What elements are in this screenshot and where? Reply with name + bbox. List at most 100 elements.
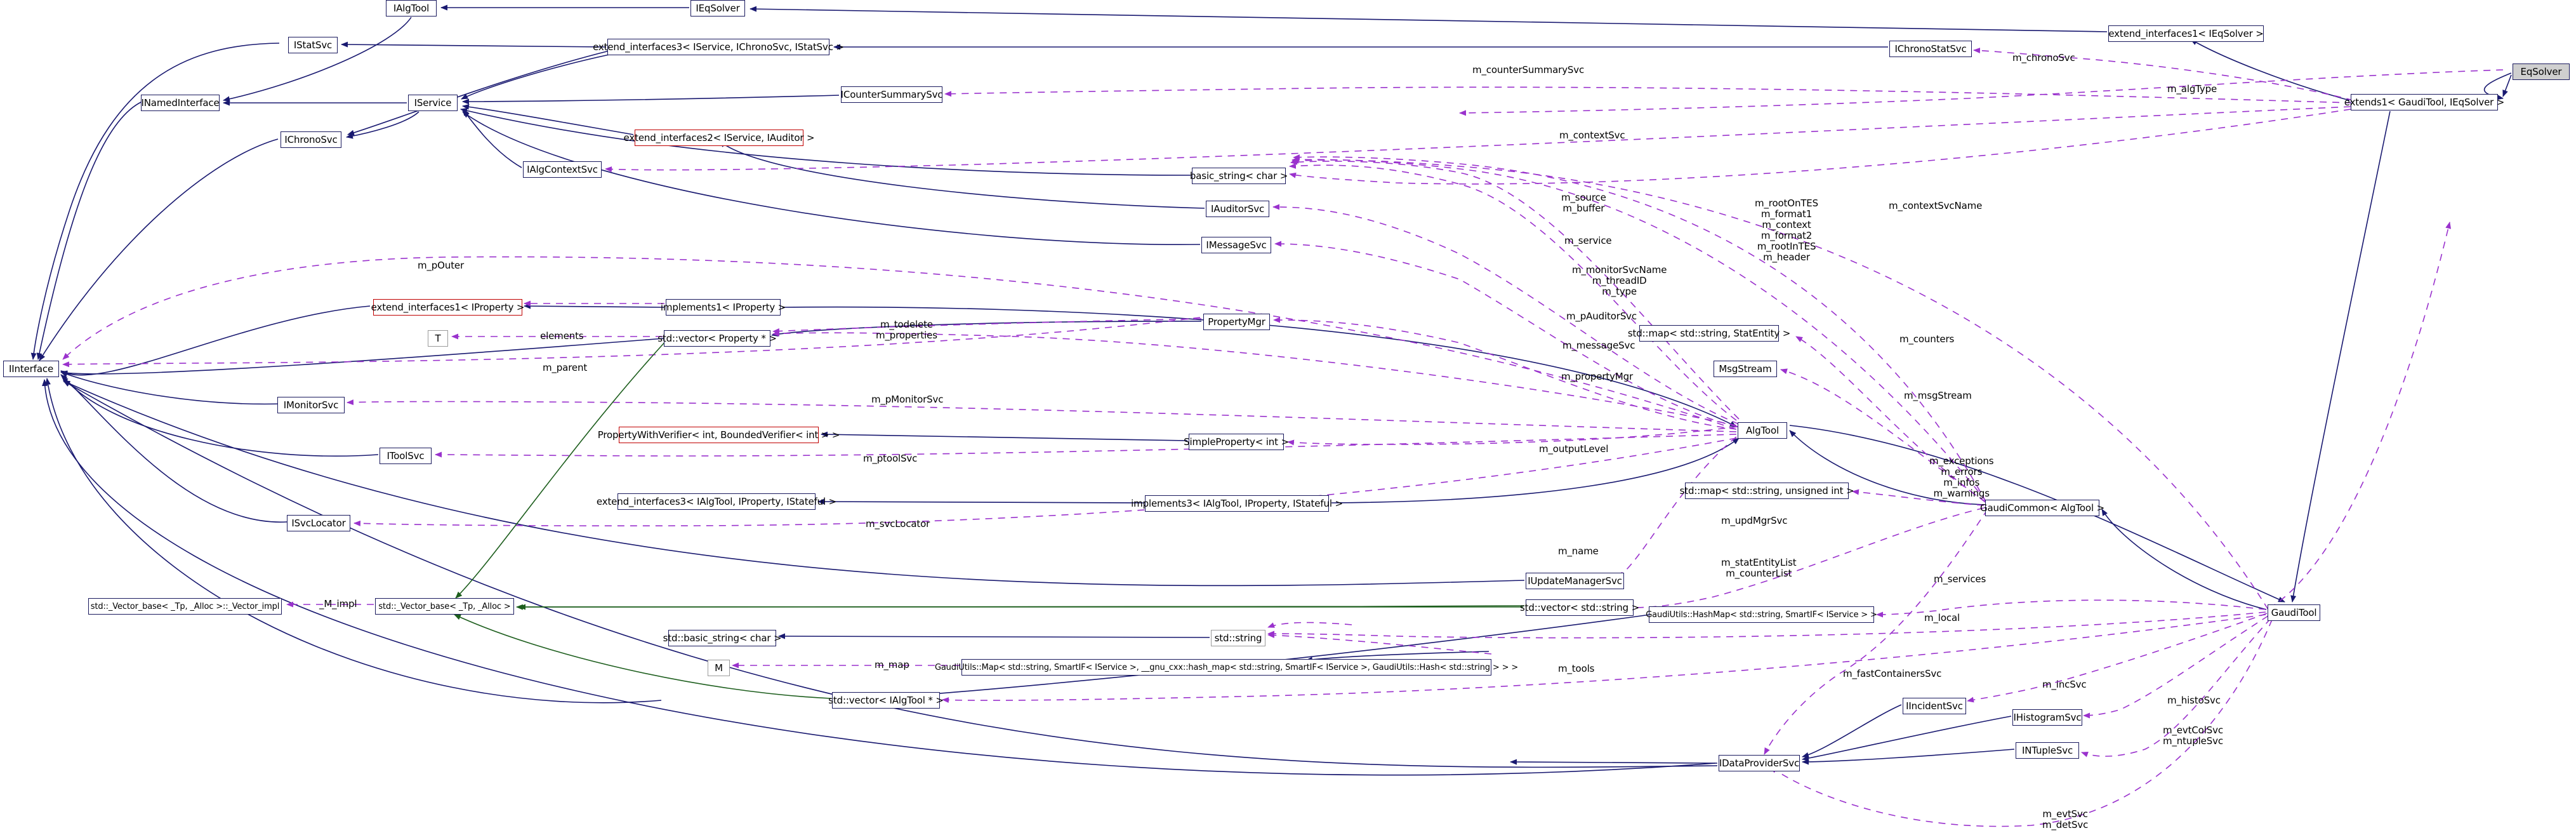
node-iincidentsvc[interactable]: IIncidentSvc bbox=[1903, 698, 1966, 714]
node-label: IToolSvc bbox=[386, 450, 425, 462]
node-label: extend_interfaces2< IService, IAuditor > bbox=[623, 131, 815, 143]
node-extend-interfaces1-iproperty[interactable]: extend_interfaces1< IProperty > bbox=[371, 299, 525, 316]
node-implements1-iproperty[interactable]: implements1< IProperty > bbox=[661, 299, 786, 316]
node-std-string[interactable]: std::string bbox=[1211, 630, 1265, 646]
node-eqsolver-current[interactable]: EqSolver bbox=[2513, 63, 2570, 80]
node-label: INamedInterface bbox=[141, 97, 220, 109]
node-idataprovidersvc[interactable]: IDataProviderSvc bbox=[1719, 755, 1800, 771]
node-propertymgr[interactable]: PropertyMgr bbox=[1203, 314, 1270, 330]
node-map-string-unsigned-int[interactable]: std::map< std::string, unsigned int > bbox=[1680, 483, 1854, 499]
node-ieqsolver[interactable]: IEqSolver bbox=[690, 0, 745, 17]
node-template-param-m[interactable]: M bbox=[708, 660, 730, 676]
edge-label-m-name: m_name bbox=[1558, 545, 1599, 557]
node-extend-interfaces3-algtool-property-stateful[interactable]: extend_interfaces3< IAlgTool, IProperty,… bbox=[597, 493, 836, 510]
node-hashmap-string-smartif-iservice[interactable]: GaudiUtils::HashMap< std::string, SmartI… bbox=[1646, 606, 1877, 623]
node-inamedinterface[interactable]: INamedInterface bbox=[141, 95, 220, 111]
edge-label-m-histosvc: m_histoSvc bbox=[2167, 695, 2221, 706]
edge-label-m-incsvc: m_incSvc bbox=[2042, 679, 2087, 690]
edge-label-m-algtype: m_algType bbox=[2167, 83, 2217, 95]
node-label: extend_interfaces1< IProperty > bbox=[371, 301, 525, 313]
node-implements3-algtool-property-stateful[interactable]: implements3< IAlgTool, IProperty, IState… bbox=[1131, 495, 1343, 512]
node-ichronosvc[interactable]: IChronoSvc bbox=[281, 131, 341, 148]
edge-label-m-exceptions-group: m_exceptions m_errors m_infos m_warnings bbox=[1929, 455, 1994, 499]
node-iupdatemanagersvc[interactable]: IUpdateManagerSvc bbox=[1526, 573, 1624, 589]
node-label: INTupleSvc bbox=[2021, 744, 2073, 756]
node-gauditool[interactable]: GaudiTool bbox=[2268, 604, 2320, 621]
node-label: GaudiCommon< AlgTool > bbox=[1979, 502, 2105, 514]
node-label: IMonitorSvc bbox=[283, 399, 339, 411]
edge-label-m-chronosvc: m_chronoSvc bbox=[2012, 52, 2075, 63]
edge-label-m-pmonitorsvc: m_pMonitorSvc bbox=[871, 394, 944, 405]
node-label: std::map< std::string, StatEntity > bbox=[1627, 327, 1791, 339]
node-label: extend_interfaces3< IAlgTool, IProperty,… bbox=[596, 495, 837, 507]
node-label: IIncidentSvc bbox=[1906, 700, 1963, 712]
node-iinterface[interactable]: IInterface bbox=[3, 361, 59, 377]
node-istatsvc[interactable]: IStatSvc bbox=[288, 37, 338, 53]
node-imessagesvc[interactable]: IMessageSvc bbox=[1201, 237, 1271, 253]
edge-label-m-outputlevel: m_outputLevel bbox=[1539, 443, 1609, 455]
node-msgstream[interactable]: MsgStream bbox=[1714, 361, 1777, 377]
node-label: IService bbox=[414, 97, 452, 109]
node-template-param-t[interactable]: T bbox=[428, 330, 448, 347]
node-extend-interfaces2-service-auditor[interactable]: extend_interfaces2< IService, IAuditor > bbox=[624, 130, 815, 146]
edge-label-m-msgstream: m_msgStream bbox=[1904, 390, 1972, 401]
node-map-string-statentity[interactable]: std::map< std::string, StatEntity > bbox=[1628, 325, 1790, 342]
node-algtool[interactable]: AlgTool bbox=[1738, 422, 1787, 439]
node-isvclocator[interactable]: ISvcLocator bbox=[287, 515, 350, 531]
node-label: std::vector< std::string > bbox=[1519, 601, 1640, 613]
node-label: extend_interfaces3< IService, IChronoSvc… bbox=[593, 41, 844, 53]
node-label: IInterface bbox=[8, 363, 54, 375]
node-label: M bbox=[715, 662, 723, 674]
edge-label-m-svclocator: m_svcLocator bbox=[866, 518, 930, 530]
node-label: IStatSvc bbox=[293, 39, 333, 51]
node-iauditorsvc[interactable]: IAuditorSvc bbox=[1206, 201, 1269, 217]
node-label: std::vector< Property * > bbox=[657, 332, 777, 344]
node-label: IMessageSvc bbox=[1206, 239, 1267, 251]
node-propertywithverifier-int[interactable]: PropertyWithVerifier< int, BoundedVerifi… bbox=[598, 427, 840, 443]
node-label: GaudiTool bbox=[2271, 606, 2317, 618]
node-label: MsgStream bbox=[1719, 363, 1772, 375]
node-vector-ialgtool-ptr[interactable]: std::vector< IAlgTool * > bbox=[828, 692, 944, 709]
node-basic-string-char[interactable]: basic_string< char > bbox=[1190, 168, 1288, 184]
node-intuplesvc[interactable]: INTupleSvc bbox=[2016, 742, 2079, 759]
node-std-basic-string-char[interactable]: std::basic_string< char > bbox=[663, 630, 782, 646]
node-label: std::string bbox=[1214, 632, 1262, 644]
node-label: extend_interfaces1< IEqSolver > bbox=[2108, 27, 2264, 39]
node-vector-base[interactable]: std::_Vector_base< _Tp, _Alloc > bbox=[375, 598, 514, 615]
node-label: EqSolver bbox=[2520, 65, 2562, 77]
node-ichronostatsvc[interactable]: IChronoStatSvc bbox=[1889, 41, 1972, 57]
node-label: SimpleProperty< int > bbox=[1184, 436, 1289, 448]
edge-label-m-statentitylist: m_statEntityList m_counterList bbox=[1721, 557, 1797, 579]
node-vector-base-vector-impl[interactable]: std::_Vector_base< _Tp, _Alloc >::_Vecto… bbox=[88, 598, 282, 615]
node-imonitorsvc[interactable]: IMonitorSvc bbox=[277, 397, 345, 413]
node-ialgtool[interactable]: IAlgTool bbox=[386, 0, 437, 17]
edge-label-m-services: m_services bbox=[1934, 573, 1986, 585]
node-icountersummarysvc[interactable]: ICounterSummarySvc bbox=[841, 86, 943, 103]
inheritance-edges bbox=[30, 4, 2512, 776]
edge-label-m-contextsvc: m_contextSvc bbox=[1559, 130, 1625, 141]
node-label: IAuditorSvc bbox=[1210, 203, 1265, 215]
edge-label-m-evtsvc-detsvc: m_evtSvc m_detSvc bbox=[2042, 808, 2089, 830]
node-extends1-gauditool-ieqsolver[interactable]: extends1< GaudiTool, IEqSolver > bbox=[2344, 94, 2504, 110]
node-gaudicommon-algtool[interactable]: GaudiCommon< AlgTool > bbox=[1980, 500, 2104, 516]
node-ihistogramsvc[interactable]: IHistogramSvc bbox=[2012, 709, 2082, 726]
node-extend-interfaces3-service-chrono-stat[interactable]: extend_interfaces3< IService, IChronoSvc… bbox=[593, 39, 844, 55]
node-iservice[interactable]: IService bbox=[408, 95, 458, 111]
node-label: std::basic_string< char > bbox=[663, 632, 782, 644]
edge-label-m-fastcontainerssvc: m_fastContainersSvc bbox=[1843, 668, 1942, 679]
node-vector-property-ptr[interactable]: std::vector< Property * > bbox=[657, 330, 777, 347]
node-label: IAlgTool bbox=[393, 2, 430, 14]
node-label: std::map< std::string, unsigned int > bbox=[1679, 484, 1854, 497]
node-simpleproperty-int[interactable]: SimpleProperty< int > bbox=[1184, 434, 1289, 450]
node-ialgcontextsvc[interactable]: IAlgContextSvc bbox=[523, 161, 602, 178]
node-vector-string[interactable]: std::vector< std::string > bbox=[1520, 599, 1639, 616]
node-label: IUpdateManagerSvc bbox=[1528, 575, 1622, 587]
node-label: GaudiUtils::HashMap< std::string, SmartI… bbox=[1646, 610, 1877, 620]
edge-label-m-tools: m_tools bbox=[1558, 663, 1595, 674]
node-itoolsvc[interactable]: IToolSvc bbox=[380, 448, 432, 464]
node-gaudiutils-map[interactable]: GaudiUtils::Map< std::string, SmartIF< I… bbox=[935, 659, 1518, 676]
node-extend-interfaces1-ieqsolver[interactable]: extend_interfaces1< IEqSolver > bbox=[2108, 25, 2264, 42]
edge-label-m-map: m_map bbox=[875, 659, 909, 670]
usage-edges bbox=[62, 48, 2504, 827]
